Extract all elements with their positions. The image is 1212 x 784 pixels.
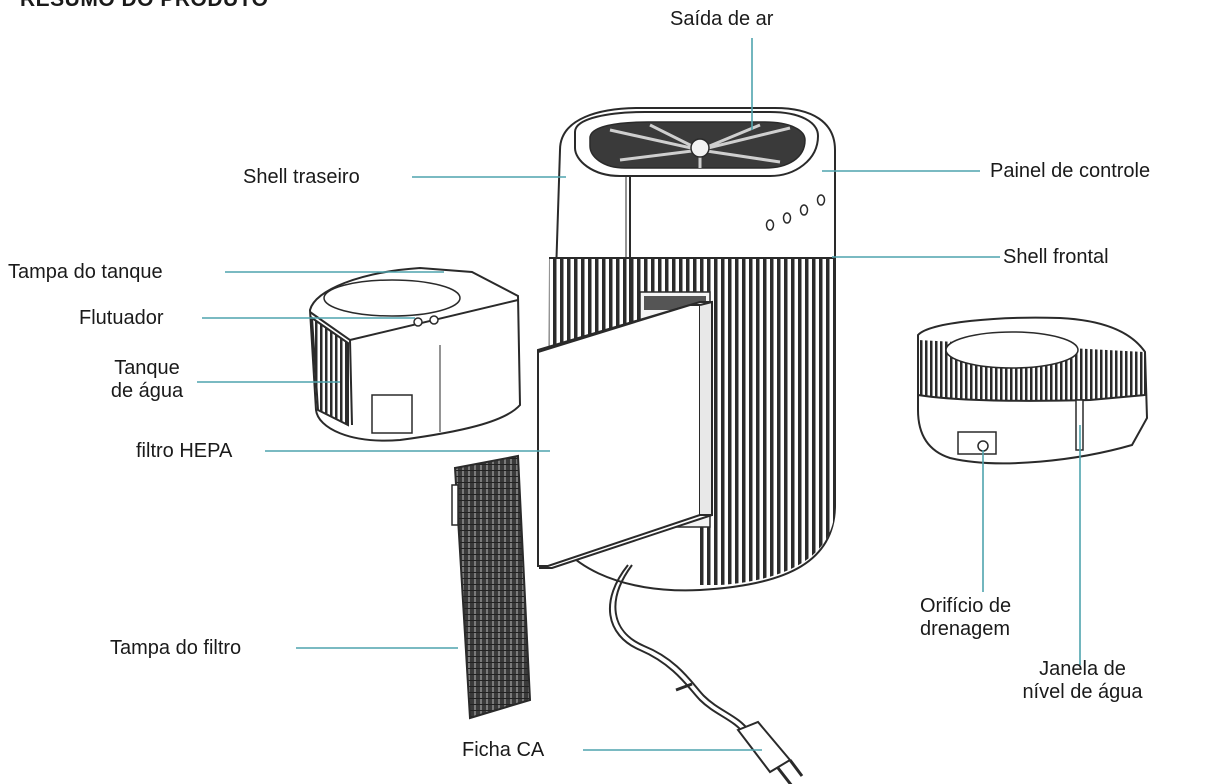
label-float: Flutuador [79, 307, 164, 329]
filter-cover-part [451, 454, 532, 720]
label-drain-hole-line2: drenagem [920, 618, 1011, 640]
control-button [799, 204, 809, 216]
control-button [782, 212, 792, 224]
label-drain-hole-line1: Orifício de [920, 595, 1012, 617]
label-level-window: Janela de nível de água [1000, 658, 1165, 704]
hepa-filter-block [536, 300, 713, 569]
label-filter-cover: Tampa do filtro [110, 637, 242, 659]
label-control-panel: Painel de controle [990, 160, 1151, 182]
label-water-tank-line2: de água [110, 380, 184, 402]
label-water-tank: Tanque de água [92, 357, 202, 403]
label-air-outlet: Saída de ar [670, 8, 774, 30]
tank-lid-window [323, 279, 461, 317]
diagram-title: RESUMO DO PRODUTO [20, 0, 268, 12]
control-button [765, 219, 775, 231]
label-drain-hole: Orifício de drenagem [920, 595, 1011, 641]
ac-plug [736, 720, 804, 784]
drain-hole-recess [957, 431, 997, 455]
water-tank-left [308, 266, 522, 442]
water-tank-right [917, 316, 1149, 465]
tank-top-opening [945, 331, 1079, 369]
label-hepa-filter: filtro HEPA [136, 440, 233, 462]
float-indicator [413, 317, 423, 327]
label-front-shell: Shell frontal [1003, 246, 1109, 268]
label-level-window-line1: Janela de [1039, 658, 1126, 680]
label-level-window-line2: nível de água [1022, 681, 1143, 703]
label-water-tank-line1: Tanque [114, 357, 180, 379]
label-tank-lid: Tampa do tanque [8, 261, 163, 283]
control-button [816, 194, 826, 206]
label-rear-shell: Shell traseiro [243, 166, 360, 188]
power-cord [608, 564, 750, 736]
label-ac-plug: Ficha CA [462, 739, 545, 761]
leader-lines [197, 38, 1081, 751]
